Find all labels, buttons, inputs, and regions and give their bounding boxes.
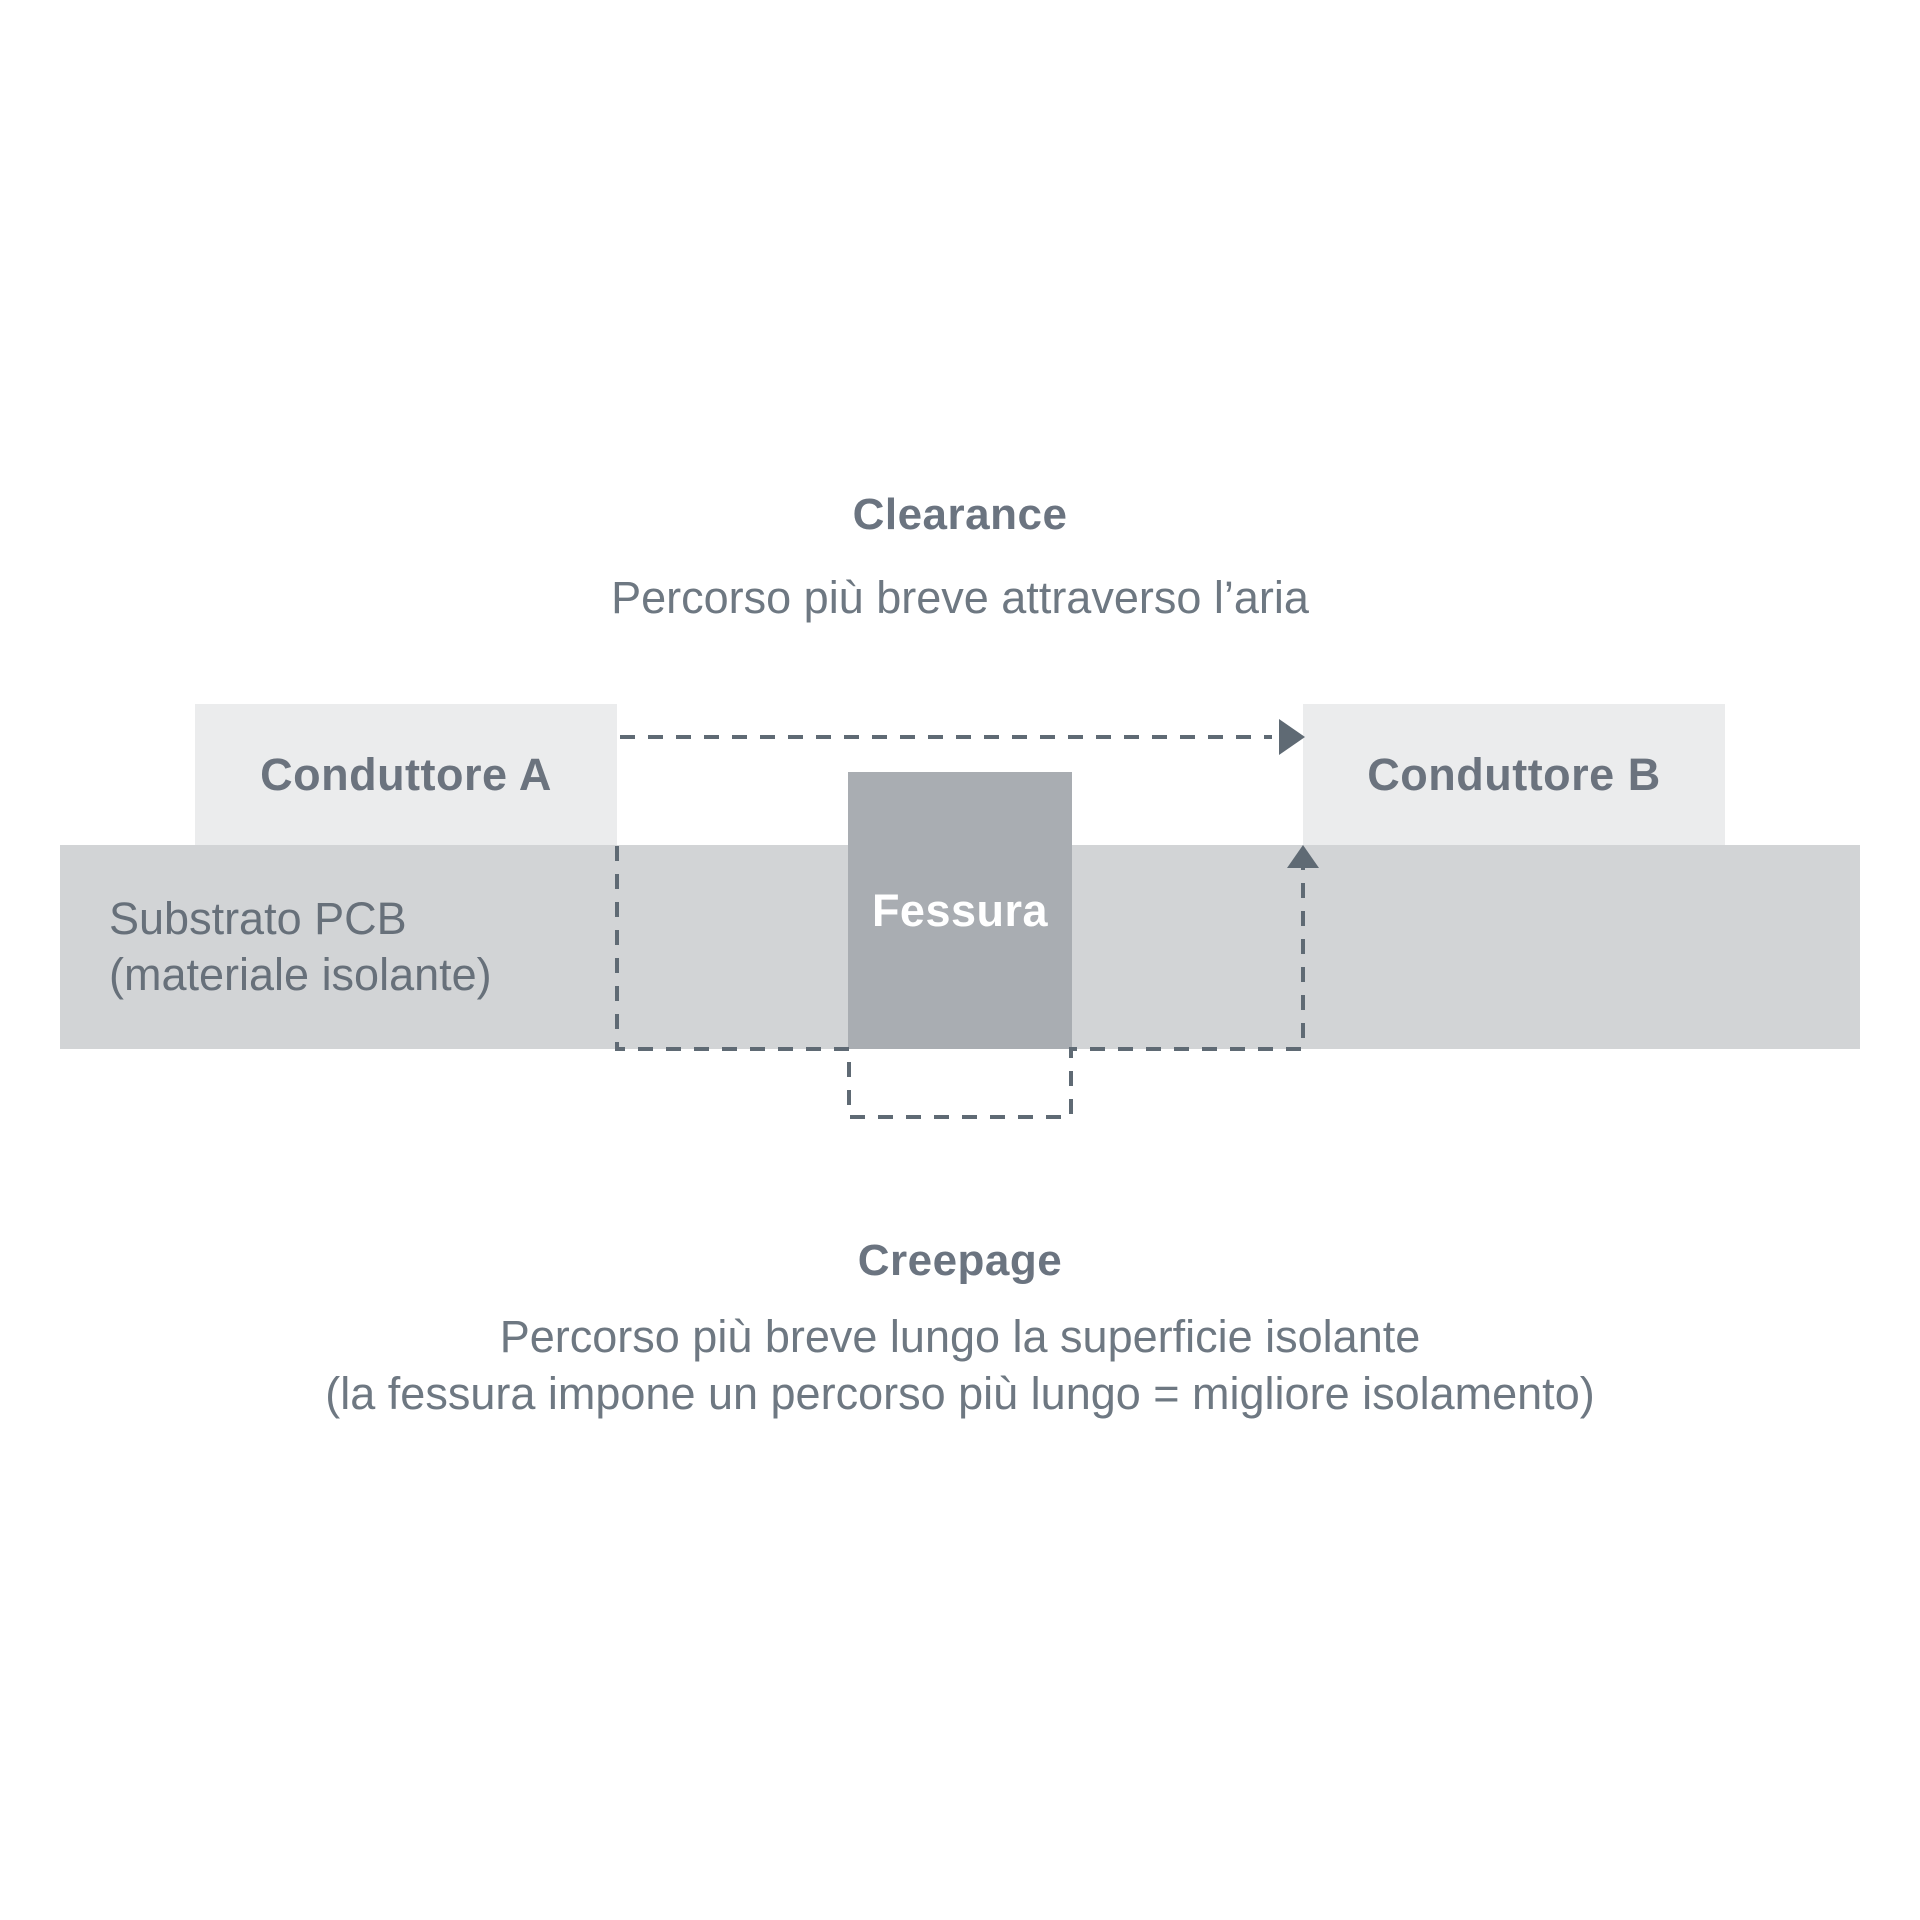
- clearance-title: Clearance: [852, 490, 1068, 539]
- clearance-subtitle: Percorso più breve attraverso l’aria: [611, 572, 1309, 623]
- creepage-subtitle-line1: Percorso più breve lungo la superficie i…: [499, 1311, 1421, 1362]
- creepage-subtitle: Percorso più breve lungo la superficie i…: [0, 1308, 1920, 1422]
- pcb-substrate-label-line2: (materiale isolante): [109, 949, 492, 1000]
- conductor-a-block: Conduttore A: [195, 704, 617, 845]
- conductor-a-label: Conduttore A: [260, 748, 552, 800]
- conductor-b-label: Conduttore B: [1367, 748, 1661, 800]
- pcb-substrate-label: Substrato PCB (materiale isolante): [109, 845, 492, 1049]
- clearance-arrowhead-icon: [1279, 719, 1305, 755]
- slot-block: Fessura: [848, 772, 1072, 1049]
- pcb-substrate-label-line1: Substrato PCB: [109, 893, 407, 944]
- creepage-subtitle-line2: (la fessura impone un percorso più lungo…: [325, 1368, 1595, 1419]
- creepage-title: Creepage: [857, 1236, 1063, 1285]
- slot-label: Fessura: [871, 884, 1049, 936]
- conductor-b-block: Conduttore B: [1303, 704, 1725, 845]
